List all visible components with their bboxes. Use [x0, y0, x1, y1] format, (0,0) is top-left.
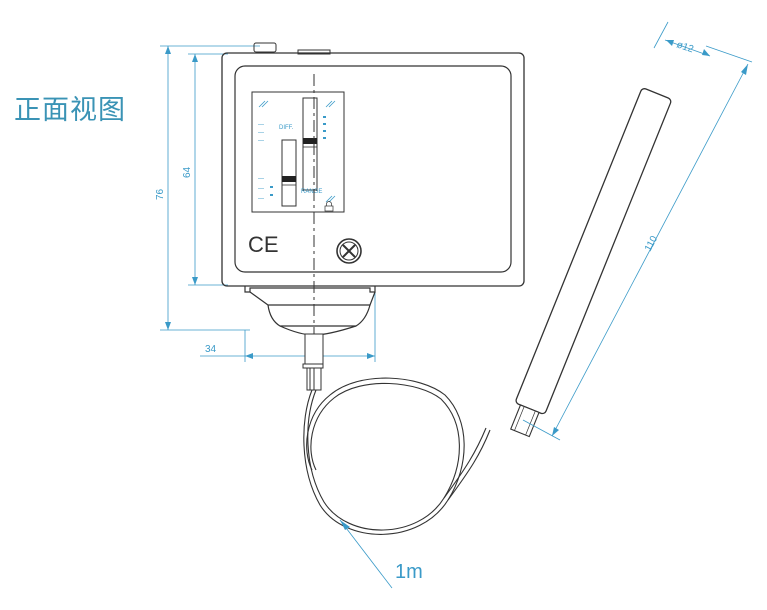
- dimension-1m: 1m: [339, 519, 423, 589]
- dim-110-label: 110: [643, 234, 660, 254]
- svg-text:—: —: [258, 176, 264, 182]
- housing: [221, 42, 525, 287]
- svg-text:—: —: [258, 122, 264, 128]
- dimension-76: 76: [155, 46, 171, 330]
- diff-label: DIFF.: [279, 125, 294, 131]
- dimension-34: 34: [200, 344, 375, 359]
- dimension-64: 64: [182, 54, 198, 285]
- lock-icon: [324, 201, 334, 212]
- setting-window: — — — — — — DIFF. RANGE: [251, 91, 345, 213]
- svg-text:—: —: [258, 130, 264, 136]
- svg-text:—: —: [258, 196, 264, 202]
- svg-text:—: —: [258, 138, 264, 144]
- capillary: [303, 377, 491, 535]
- probe: [510, 88, 672, 438]
- svg-text:—: —: [258, 186, 264, 192]
- dim-34-label: 34: [205, 344, 217, 355]
- dim-diameter-label: ø12: [675, 39, 695, 55]
- dim-76-label: 76: [155, 188, 166, 200]
- screw-icon: [336, 238, 362, 264]
- range-label: RANGE: [301, 189, 322, 195]
- ce-mark: CE: [248, 232, 279, 257]
- stem: [302, 333, 324, 391]
- dim-1m-label: 1m: [395, 561, 423, 583]
- dimension-diameter: ø12: [653, 21, 711, 57]
- view-title: 正面视图: [14, 95, 126, 126]
- extension-lines: [160, 45, 753, 362]
- dim-64-label: 64: [182, 166, 193, 178]
- base: [244, 286, 376, 336]
